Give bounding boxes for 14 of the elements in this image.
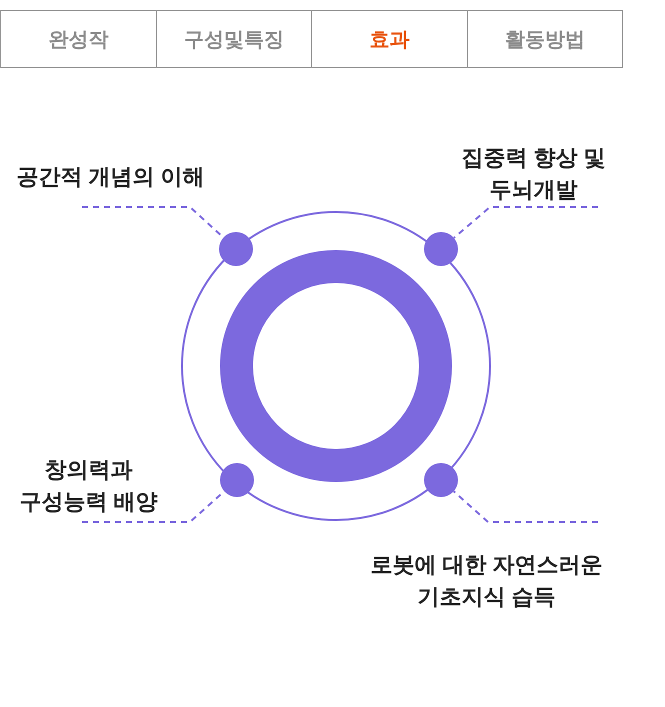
- dot-marker: [220, 463, 254, 497]
- nav-tab: 활동방법: [467, 10, 623, 68]
- callout-label: 로봇에 대한 자연스러운 기초지식 습득: [369, 549, 604, 613]
- callout-label: 창의력과 구성능력 배양: [18, 454, 159, 518]
- callout-label: 집중력 향상 및 두뇌개발: [460, 142, 607, 206]
- leader-line: [453, 490, 598, 523]
- nav-tab: 완성작: [0, 10, 157, 68]
- nav-tab: 효과: [311, 10, 468, 68]
- callout-label: 공간적 개념의 이해: [15, 161, 206, 193]
- leader-line: [453, 206, 598, 239]
- nav-tab: 구성및특징: [156, 10, 312, 68]
- dot-marker: [424, 232, 458, 266]
- dot-marker: [219, 232, 253, 266]
- dot-marker: [424, 463, 458, 497]
